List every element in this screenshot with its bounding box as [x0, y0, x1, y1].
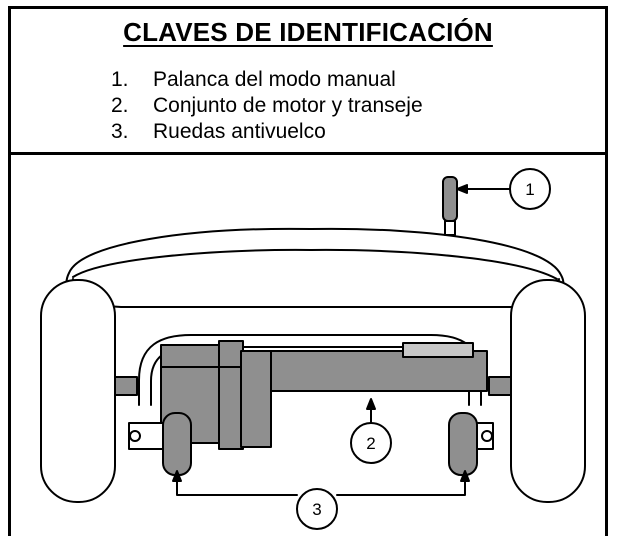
callout-2-label: 2: [366, 434, 375, 453]
rear-shroud: [65, 227, 565, 308]
legend-item-anti-tip-wheels: 3.Ruedas antivuelco: [111, 120, 326, 143]
legend-item-manual-lever: 1.Palanca del modo manual: [111, 68, 396, 91]
callout-1-label: 1: [525, 180, 534, 199]
manual-lever-handle: [442, 176, 458, 222]
shroud-inner-edge: [72, 248, 558, 280]
left-rear-tire: [40, 279, 116, 503]
left-axle-stub: [114, 376, 138, 396]
legend-list: 1.Palanca del modo manual 2.Conjunto de …: [111, 67, 423, 145]
callout-3-circle: [296, 488, 338, 530]
gearbox-block: [240, 350, 272, 448]
left-anti-tip-wheel: [162, 412, 192, 476]
callout-2-circle: [350, 422, 392, 464]
right-anti-tip-wheel: [448, 412, 478, 476]
identification-keys: CLAVES DE IDENTIFICACIÓN 1.Palanca del m…: [11, 9, 605, 154]
legend-title: CLAVES DE IDENTIFICACIÓN: [123, 17, 493, 47]
motor-endcap: [218, 340, 244, 450]
legend-item-motor-transaxle: 2.Conjunto de motor y transeje: [111, 94, 423, 117]
right-rear-tire: [510, 279, 586, 503]
manual-lever-base: [444, 220, 456, 236]
callout-3-label: 3: [312, 500, 321, 519]
section-divider: [11, 152, 605, 155]
right-axle-stub: [488, 376, 512, 396]
rear-assembly-illustration: 1 2 3: [40, 168, 586, 530]
diagram-frame: CLAVES DE IDENTIFICACIÓN 1.Palanca del m…: [8, 6, 608, 536]
callout-1-circle: [509, 168, 551, 210]
transaxle-top-cap: [402, 342, 474, 358]
